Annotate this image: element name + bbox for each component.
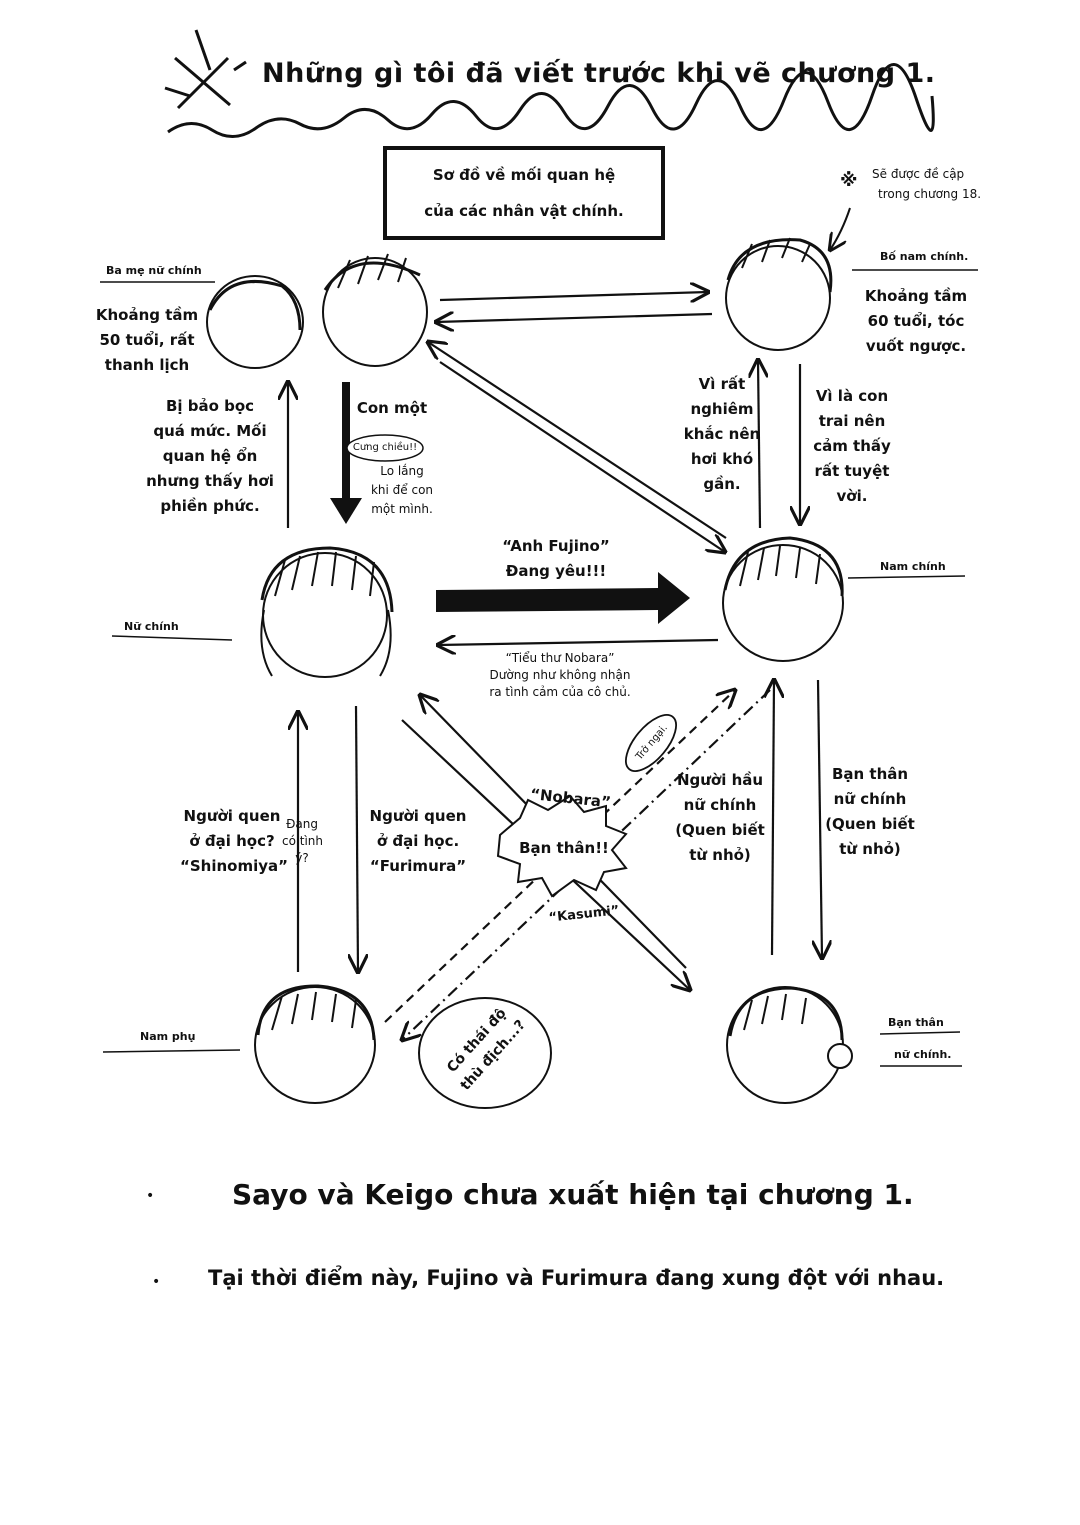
best-friend-portrait xyxy=(727,987,852,1103)
box-line-2: của các nhân vật chính. xyxy=(387,202,661,220)
footer-note-2: Tại thời điểm này, Fujino và Furimura đa… xyxy=(208,1266,944,1290)
diagram-title-box: Sơ đồ về mối quan hệ của các nhân vật ch… xyxy=(383,146,665,240)
relation-parents-to-heroine: Con một xyxy=(356,396,428,421)
box-line-1: Sơ đồ về mối quan hệ xyxy=(387,166,661,184)
bullet-icon: • xyxy=(152,1274,160,1290)
label-best-friends: Bạn thân!! xyxy=(516,836,612,861)
note-arrow-icon xyxy=(830,208,850,250)
arrow-friend-to-hero xyxy=(772,680,774,955)
relation-heroine-to-second: Người quen ở đại học? “Shinomiya” xyxy=(180,804,284,879)
tag-heroine: Nữ chính xyxy=(124,620,179,633)
tag-father: Bố nam chính. xyxy=(880,250,968,263)
relation-second-to-heroine: Người quen ở đại học. “Furimura” xyxy=(366,804,470,879)
hero-portrait xyxy=(723,538,843,661)
father-desc: Khoảng tầm 60 tuổi, tóc vuốt ngược. xyxy=(862,284,970,359)
father-portrait xyxy=(726,238,831,350)
relation-heroine-to-hero: “Anh Fujino” Đang yêu!!! xyxy=(490,534,622,584)
arrow-parents-to-father xyxy=(440,292,708,300)
note-line-2: trong chương 18. xyxy=(878,186,981,203)
tag-friend-2: nữ chính. xyxy=(894,1048,951,1061)
page-title: Những gì tôi đã viết trước khi vẽ chương… xyxy=(262,58,902,89)
relation-hero-to-father: Vì rất nghiêm khắc nên hơi khó gần. xyxy=(680,372,764,497)
relation-hero-to-friend: Bạn thân nữ chính (Quen biết từ nhỏ) xyxy=(818,762,922,862)
tag-parents: Ba mẹ nữ chính xyxy=(106,264,202,277)
parents-portrait xyxy=(207,254,427,368)
relation-crush: Đang có tình ý? xyxy=(282,816,322,867)
relation-father-to-hero: Vì là con trai nên cảm thấy rất tuyệt vờ… xyxy=(804,384,900,509)
relation-parents-worry: Lo lắng khi để con một mình. xyxy=(362,462,442,519)
second-lead-portrait xyxy=(255,986,375,1103)
relation-heroine-to-parents: Bị bảo bọc quá mức. Mối quan hệ ổn nhưng… xyxy=(146,394,274,519)
arrow-hero-to-heroine xyxy=(438,640,718,645)
title-scribble-icon xyxy=(165,30,246,108)
parents-desc: Khoảng tầm 50 tuổi, rất thanh lịch xyxy=(95,303,199,378)
arrow-father-to-parents xyxy=(436,314,712,322)
tag-hero: Nam chính xyxy=(880,560,946,573)
spoiled-text: Cưng chiều!! xyxy=(350,439,420,456)
relation-hero-to-heroine: “Tiểu thư Nobara” Dường như không nhận r… xyxy=(470,650,650,701)
note-mark-icon: ※ xyxy=(840,168,858,193)
tag-second-lead: Nam phụ xyxy=(140,1030,195,1043)
bullet-icon: • xyxy=(146,1188,154,1204)
relation-friend-to-hero: Người hầu nữ chính (Quen biết từ nhỏ) xyxy=(670,768,770,868)
arrow-heroine-to-second xyxy=(356,706,358,972)
heroine-portrait xyxy=(261,548,392,677)
note-line-1: Sẽ được đề cập xyxy=(872,166,964,183)
footer-note-1: Sayo và Keigo chưa xuất hiện tại chương … xyxy=(232,1178,914,1211)
tag-friend-1: Bạn thân xyxy=(888,1016,944,1029)
